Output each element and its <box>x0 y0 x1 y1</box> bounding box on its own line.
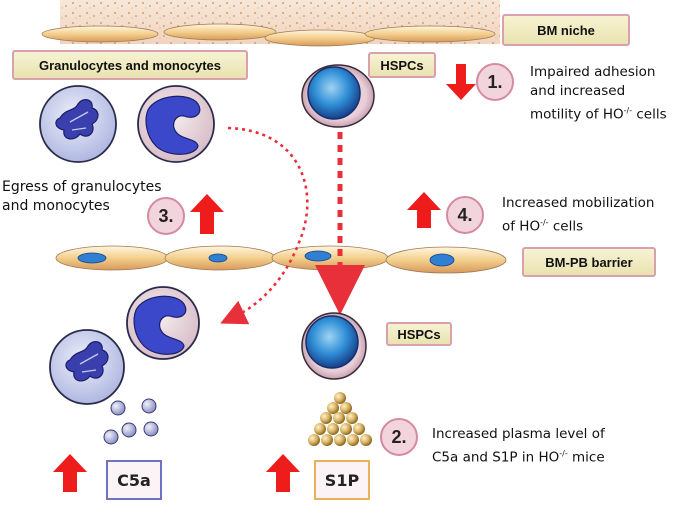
arrow-up-icon <box>407 192 441 228</box>
label-bm-pb-barrier: BM-PB barrier <box>522 247 656 277</box>
step-3-badge: 3. <box>147 197 185 235</box>
label-bm-niche: BM niche <box>502 14 630 46</box>
bm-niche-tissue <box>41 0 500 47</box>
arrow-down-icon <box>446 64 476 100</box>
hspc-cell-bottom <box>301 312 367 380</box>
label-hspcs-bottom: HSPCs <box>386 322 452 346</box>
arrow-up-icon <box>190 194 224 234</box>
step-2-description: Increased plasma level of C5a and S1P in… <box>432 426 605 466</box>
step-1-badge: 1. <box>476 63 514 101</box>
monocyte-top <box>137 85 215 163</box>
egress-description: Egress of granulocytes and monocytes <box>2 179 162 214</box>
step-1-description: Impaired adhesion and increased motility… <box>530 64 667 123</box>
s1p-box: S1P <box>314 460 370 500</box>
label-hspcs-top: HSPCs <box>368 52 436 78</box>
bm-pb-barrier-layer <box>55 245 507 274</box>
granulocyte-top <box>39 85 117 163</box>
granulocyte-bottom <box>49 329 125 405</box>
c5a-box: C5a <box>106 460 162 500</box>
arrow-up-icon <box>53 454 87 492</box>
step-2-badge: 2. <box>380 418 418 456</box>
step-4-description: Increased mobilization of HO-/- cells <box>502 195 655 235</box>
step-4-badge: 4. <box>446 196 484 234</box>
s1p-molecules <box>308 392 372 446</box>
c5a-molecules <box>103 398 159 445</box>
hspc-cell-top <box>301 64 375 128</box>
granulocyte-egress-path <box>220 126 309 325</box>
arrow-up-icon <box>266 454 300 492</box>
monocyte-bottom <box>126 286 200 360</box>
label-granulocytes-monocytes: Granulocytes and monocytes <box>12 50 248 80</box>
